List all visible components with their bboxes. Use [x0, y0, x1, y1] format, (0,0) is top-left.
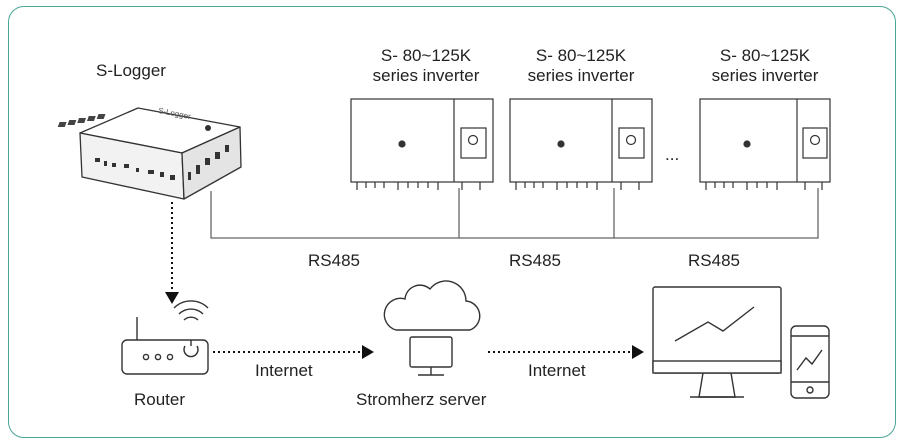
diagram-frame: [8, 6, 896, 438]
data-logger-icon: [57, 107, 242, 200]
rs485-label-2: RS485: [509, 251, 561, 270]
inverter-icon: [699, 98, 831, 190]
inverter-1-desc: series inverter: [372, 66, 480, 85]
arrowhead-right-icon: [632, 345, 644, 359]
monitor-chart-icon: [652, 286, 782, 398]
logger-label: S-Logger: [96, 61, 166, 80]
rs485-label-1: RS485: [308, 251, 360, 270]
router-icon: [121, 300, 209, 375]
inverter-2-model: S- 80~125K: [535, 46, 627, 65]
server-label: Stromherz server: [356, 390, 487, 409]
smartphone-chart-icon: [790, 325, 830, 399]
internet-label-1: Internet: [255, 361, 313, 380]
rs485-bus: [210, 188, 819, 239]
inverter-3-desc: series inverter: [711, 66, 819, 85]
arrowhead-down-icon: [165, 292, 179, 304]
inverter-icon: [509, 98, 653, 190]
router-label: Router: [134, 390, 186, 409]
inverter-2-desc: series inverter: [527, 66, 635, 85]
inverter-1-model: S- 80~125K: [380, 46, 472, 65]
inverter-icon: [350, 98, 494, 190]
inverter-3-model: S- 80~125K: [719, 46, 811, 65]
arrowhead-right-icon: [362, 345, 374, 359]
internet-label-2: Internet: [528, 361, 586, 380]
rs485-label-3: RS485: [688, 251, 740, 270]
more-inverters-ellipsis: ...: [665, 145, 680, 164]
cloud-server-icon: [383, 280, 481, 376]
